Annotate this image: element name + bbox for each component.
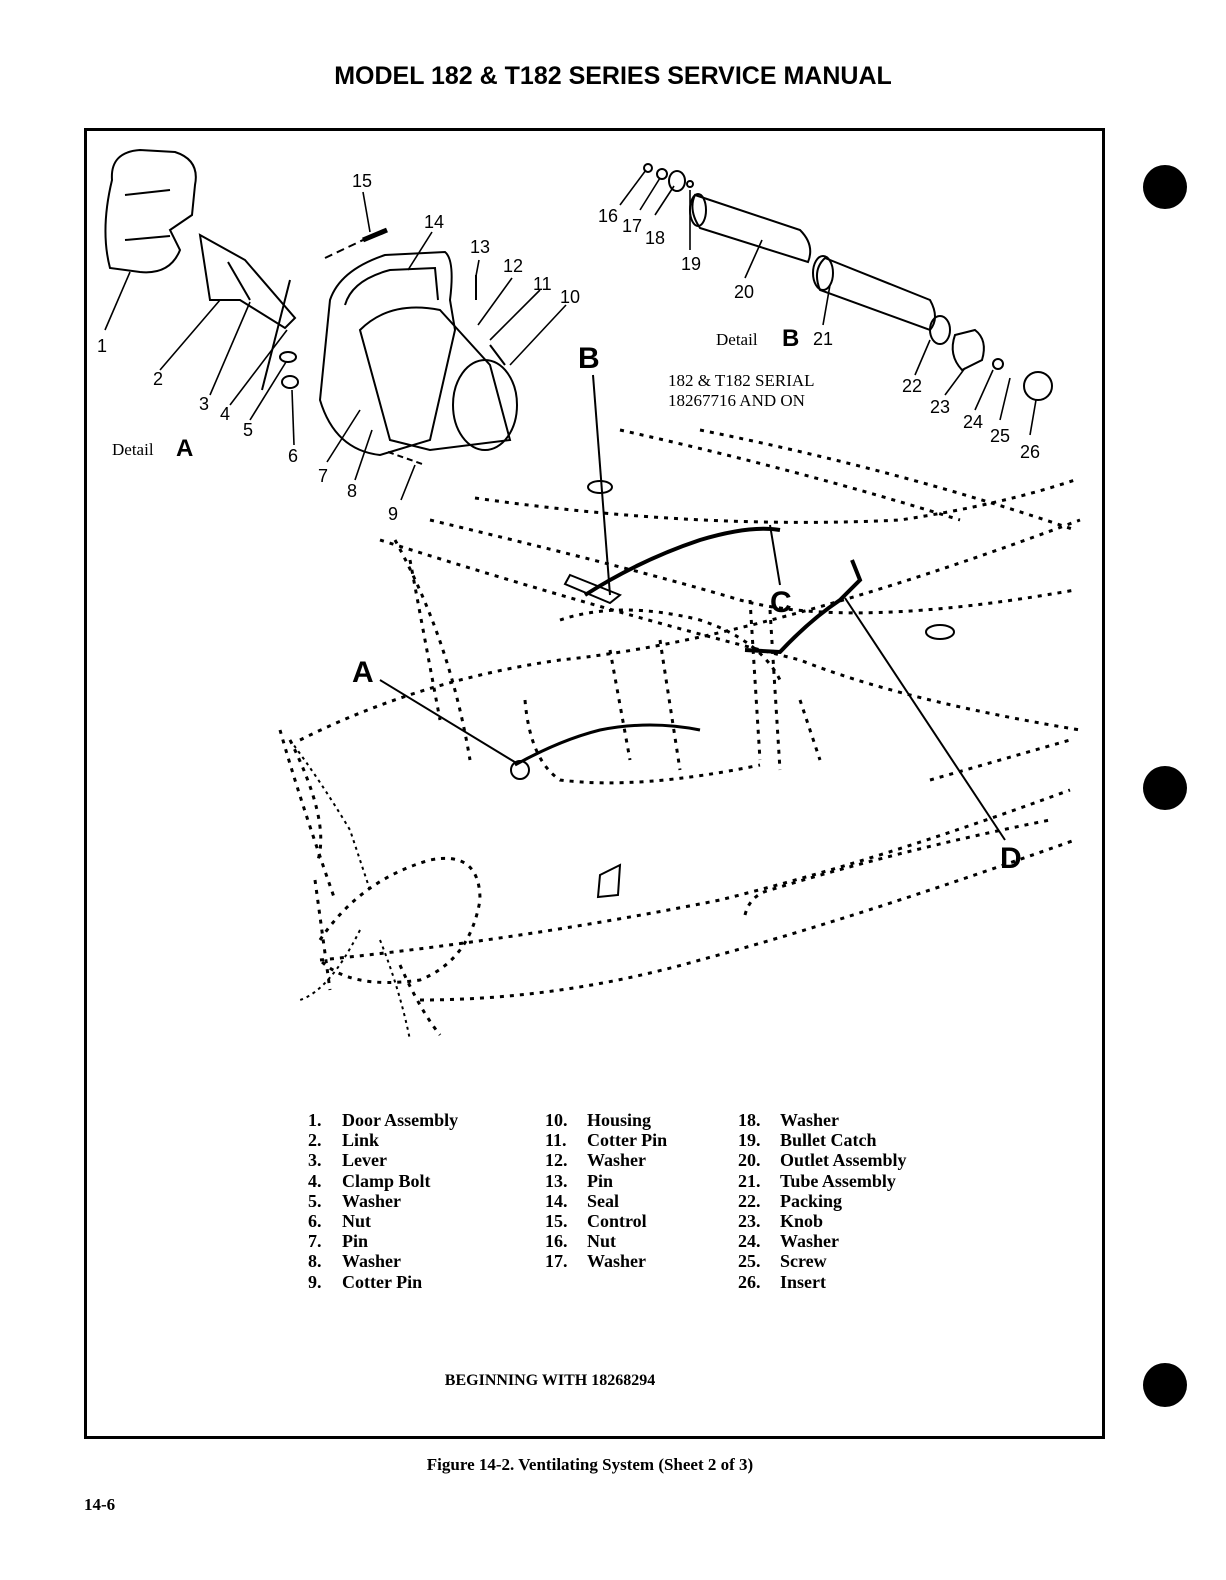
legend-item: 8.Washer: [308, 1251, 402, 1272]
detail-a-letter: A: [176, 435, 193, 462]
serial-note-line2: 18267716 AND ON: [668, 391, 805, 410]
legend-item: 24.Washer: [738, 1231, 840, 1252]
detail-b-letter: B: [782, 325, 799, 352]
legend-item: 10.Housing: [545, 1110, 652, 1130]
callout-18: 18: [645, 228, 665, 248]
callout-21: 21: [813, 329, 833, 349]
callout-25: 25: [990, 426, 1010, 446]
seal-shape: [318, 250, 457, 457]
legend-item: 6.Nut: [308, 1211, 372, 1232]
tube-assembly-shape: [815, 256, 936, 332]
control-cable-b-c: [583, 526, 781, 597]
control-cable-d: [744, 559, 863, 655]
packing-shape: [929, 315, 951, 345]
callout-20: 20: [734, 282, 754, 302]
callout-8: 8: [347, 481, 357, 501]
legend-item: 15.Control: [545, 1211, 647, 1232]
figure-frame: [84, 128, 1105, 1439]
door-assembly-shape: [104, 148, 197, 274]
view-letter-c: C: [770, 586, 792, 619]
detail-b-label: Detail: [716, 330, 758, 349]
view-letter-d: D: [1000, 842, 1022, 875]
callout-22: 22: [902, 376, 922, 396]
legend-item: 1.Door Assembly: [308, 1110, 459, 1130]
legend-item: 9.Cotter Pin: [308, 1271, 423, 1292]
legend-item: 16.Nut: [545, 1231, 617, 1252]
outlet-assembly-shape: [691, 193, 812, 264]
legend-item: 11.Cotter Pin: [545, 1130, 668, 1151]
legend-item: 5.Washer: [308, 1190, 402, 1211]
figure-caption: Figure 14-2. Ventilating System (Sheet 2…: [426, 1455, 754, 1474]
callout-13: 13: [470, 237, 490, 257]
callout-17: 17: [622, 216, 642, 236]
legend-item: 7.Pin: [308, 1231, 369, 1252]
manual-header: MODEL 182 & T182 SERIES SERVICE MANUAL: [334, 62, 892, 90]
callout-7: 7: [318, 466, 328, 486]
callout-19: 19: [681, 254, 701, 274]
insert-shape: [1023, 371, 1053, 401]
callout-4: 4: [220, 404, 230, 424]
legend-item: 3.Lever: [308, 1150, 387, 1171]
legend-item: 21.Tube Assembly: [738, 1170, 896, 1191]
legend-item: 18.Washer: [738, 1110, 840, 1130]
callout-14: 14: [424, 212, 444, 232]
binder-hole-bottom: [1143, 1363, 1187, 1407]
legend-item: 26.Insert: [738, 1271, 826, 1292]
legend-item: 4.Clamp Bolt: [308, 1170, 431, 1191]
legend-item: 2.Link: [308, 1130, 380, 1151]
callout-23: 23: [930, 397, 950, 417]
callout-9: 9: [388, 504, 398, 524]
legend-item: 25.Screw: [738, 1251, 827, 1272]
lever-shape: [198, 233, 297, 330]
legend-item: 22.Packing: [738, 1190, 843, 1211]
legend-item: 14.Seal: [545, 1190, 620, 1211]
knob-shape: [951, 328, 985, 372]
callout-11: 11: [533, 274, 552, 294]
legend-item: 20.Outlet Assembly: [738, 1150, 907, 1171]
serial-note-line1: 182 & T182 SERIAL: [668, 371, 815, 390]
legend-item: 12.Washer: [545, 1150, 647, 1171]
callout-12: 12: [503, 256, 523, 276]
view-letter-a: A: [352, 656, 374, 689]
binder-hole-middle: [1143, 766, 1187, 810]
detail-a-label: Detail: [112, 440, 154, 459]
legend-item: 13.Pin: [545, 1170, 614, 1191]
callout-26: 26: [1020, 442, 1040, 462]
callout-16: 16: [598, 206, 618, 226]
legend-item: 17.Washer: [545, 1251, 647, 1272]
callout-24: 24: [963, 412, 983, 432]
housing-outlet: [452, 359, 518, 451]
page-number: 14-6: [84, 1495, 116, 1514]
callout-15: 15: [352, 171, 372, 191]
callout-10: 10: [560, 287, 580, 307]
legend-item: 23.Knob: [738, 1211, 824, 1232]
view-letter-b: B: [578, 342, 600, 375]
legend-column-3: 18.Washer 19.Bullet Catch 20.Outlet Asse…: [738, 1110, 907, 1292]
legend-item: 19.Bullet Catch: [738, 1130, 877, 1151]
callout-3: 3: [199, 394, 209, 414]
callout-2: 2: [153, 369, 163, 389]
callout-6: 6: [288, 446, 298, 466]
callout-5: 5: [243, 420, 253, 440]
housing-shape: [358, 306, 512, 452]
callout-1: 1: [97, 336, 107, 356]
effectivity-note: BEGINNING WITH 18268294: [444, 1372, 656, 1389]
legend-column-1: 1.Door Assembly 2.Link 3.Lever 4.Clamp B…: [308, 1110, 458, 1292]
fuselage-top-line: [299, 518, 1081, 742]
legend-column-2: 10.Housing 11.Cotter Pin 12.Washer 13.Pi…: [545, 1110, 667, 1272]
binder-hole-top: [1143, 165, 1187, 209]
